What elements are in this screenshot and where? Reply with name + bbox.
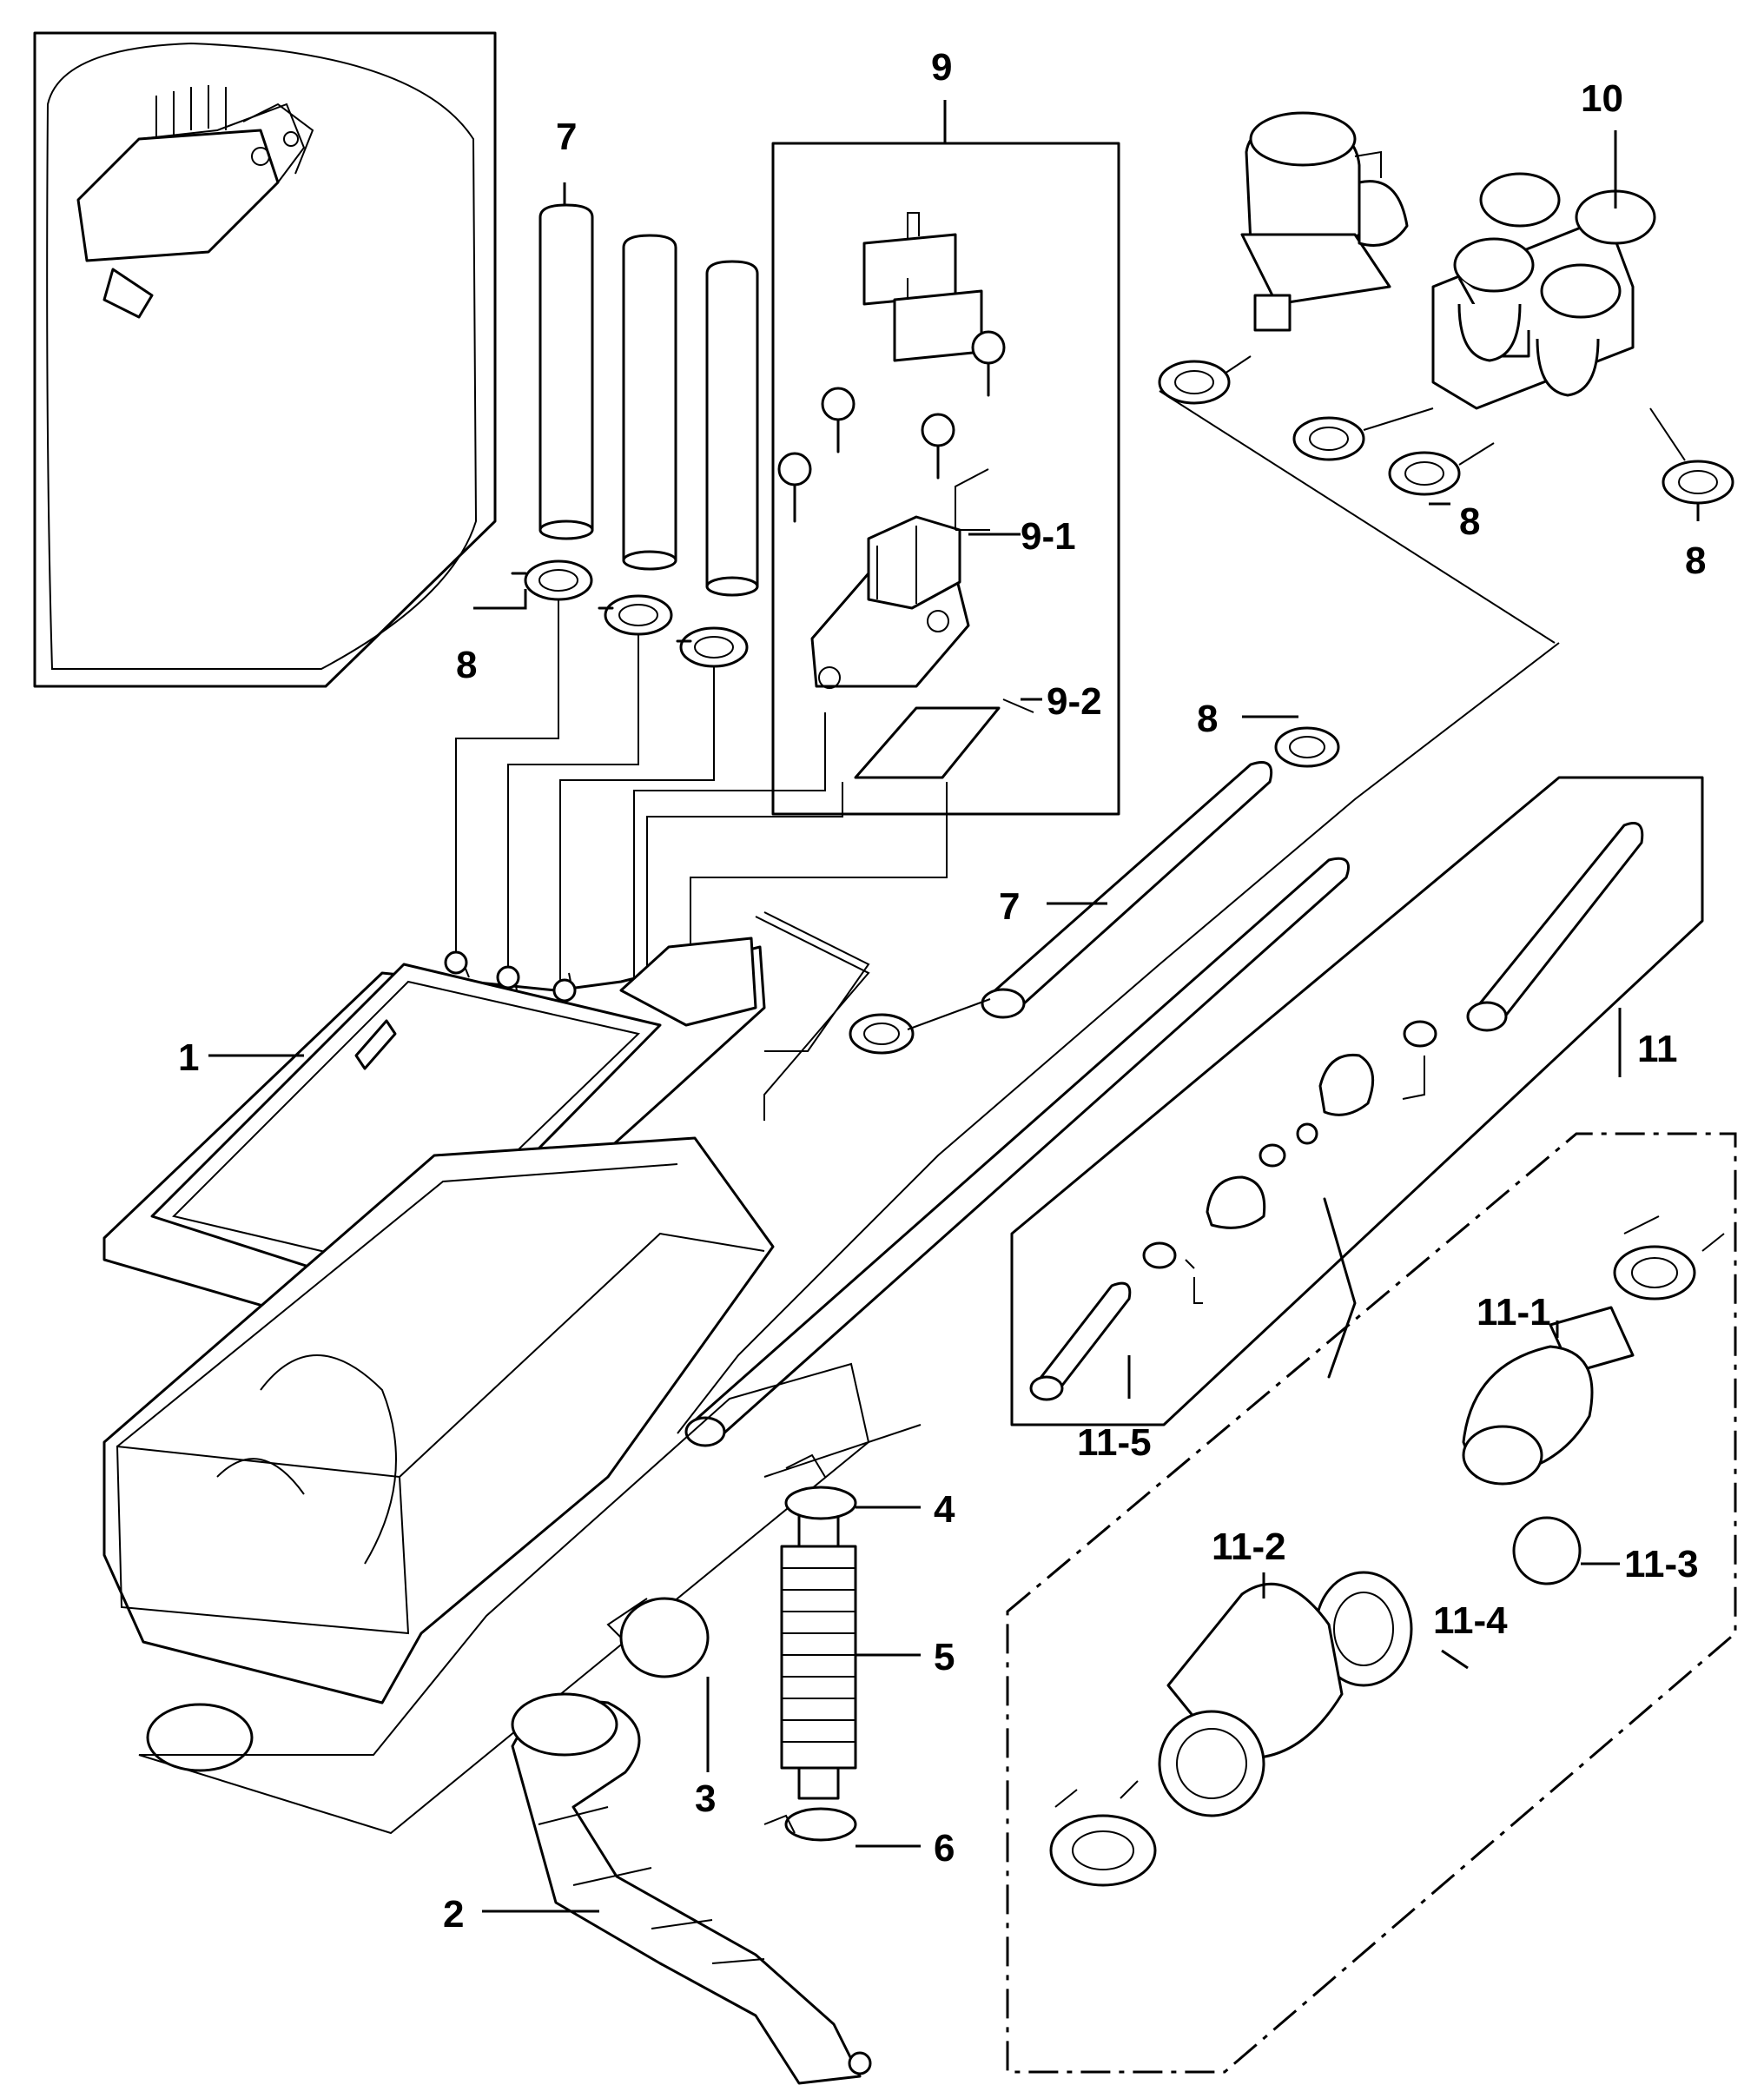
hose-2: [511, 1692, 872, 2085]
valve-single: [1240, 111, 1409, 332]
part-9-internals: [777, 212, 1034, 779]
callout-11-3: 11-3: [1624, 1543, 1699, 1585]
callout-11-1: 11-1: [1477, 1291, 1551, 1334]
frame-outline: [138, 1362, 870, 1835]
callout-leaders: [208, 100, 1700, 1913]
part-11-internals: [1029, 1020, 1437, 1401]
hoses-7-middle: [684, 761, 1644, 1447]
callout-4: 4: [934, 1488, 955, 1531]
part-11-detail-parts: [1049, 1215, 1725, 1887]
part-11-box: [1010, 776, 1704, 1426]
callout-7-top: 7: [556, 116, 577, 158]
callout-1: 1: [178, 1036, 199, 1079]
inset-overview-panel: [33, 31, 497, 688]
clip-4: [784, 1453, 857, 1520]
callout-8-middle: 8: [1197, 698, 1218, 740]
gasket-9-2: [854, 706, 1001, 779]
callout-6: 6: [934, 1827, 955, 1870]
callout-9-2: 9-2: [1047, 680, 1102, 723]
screws-9: [777, 330, 1006, 523]
callout-labels: 1 2 3 4 5 6 7 7 8 8 8 8 9 9-1 9-2 10 11 …: [178, 46, 1706, 1936]
callout-9-1: 9-1: [1021, 515, 1076, 558]
bellows-5: [780, 1501, 857, 1800]
callout-7-middle: 7: [999, 885, 1020, 928]
dispenser-housing-1: [102, 911, 870, 1340]
callout-11: 11: [1637, 1028, 1678, 1070]
clamps-8-middle: [849, 726, 1340, 1055]
valve-multi-10: [1431, 172, 1656, 410]
hoses-7-top: [538, 203, 759, 597]
callout-5: 5: [934, 1636, 955, 1678]
callout-9: 9: [931, 46, 952, 89]
callout-2: 2: [443, 1893, 464, 1936]
clip-6: [763, 1807, 857, 1842]
assembly-leader-lines: [455, 390, 1560, 1434]
callout-8-valve-b: 8: [1685, 539, 1706, 582]
clamp-3: [606, 1597, 710, 1678]
bellows-link: [763, 1424, 922, 1478]
callout-8-valve-a: 8: [1459, 500, 1480, 543]
callout-10: 10: [1581, 77, 1623, 120]
detail-pointer: [1323, 1197, 1357, 1379]
clamps-8-valves: [1158, 355, 1734, 505]
callout-11-5: 11-5: [1077, 1421, 1152, 1464]
callout-11-4: 11-4: [1433, 1599, 1508, 1642]
clamps-8-top: [511, 559, 749, 668]
pressure-switch-9-1: [810, 515, 970, 689]
callout-11-2: 11-2: [1212, 1526, 1286, 1568]
part-11-detail-box: [1006, 1132, 1737, 2074]
inset-dispenser-sketch: [76, 85, 314, 319]
callout-8-left: 8: [456, 644, 477, 686]
callout-3: 3: [695, 1777, 716, 1820]
